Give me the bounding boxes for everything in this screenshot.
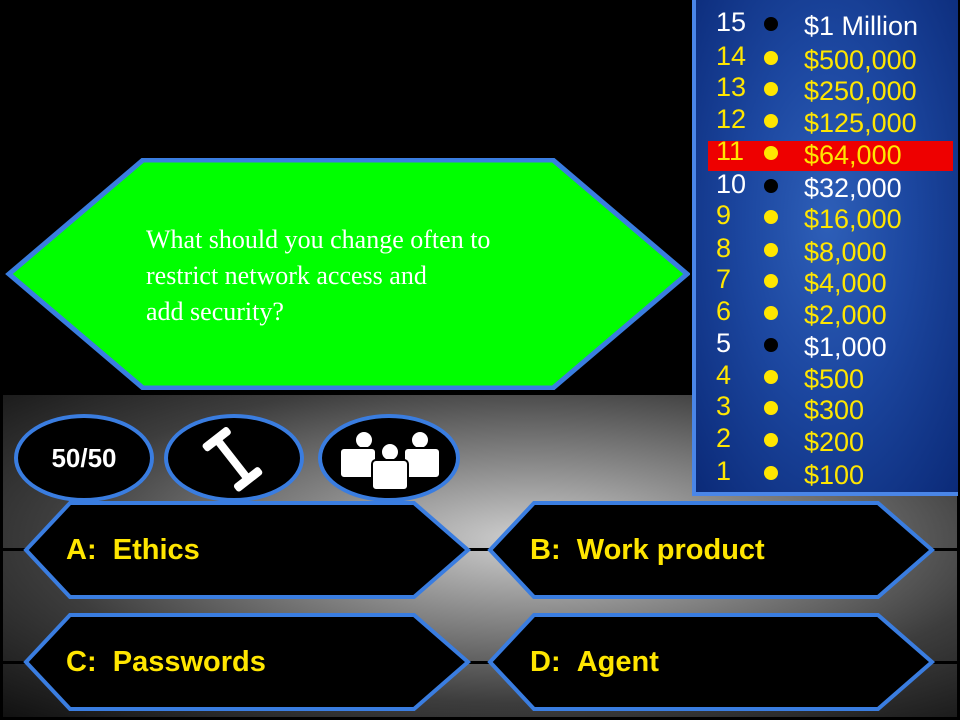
ladder-level-number: 1 — [716, 456, 732, 486]
ladder-prize-amount: $250,000 — [804, 76, 917, 106]
ladder-level-number: 5 — [716, 328, 732, 358]
audience-icon — [339, 430, 441, 491]
ladder-rung-3: 3 $300 — [696, 391, 958, 425]
answer-d-text: Agent — [576, 645, 659, 678]
answer-c-button[interactable]: C: Passwords — [22, 613, 472, 711]
ladder-rung-10: 10 $32,000 — [696, 169, 958, 203]
question-line: restrict network access and — [146, 261, 427, 290]
ladder-rung-11: 11 $64,000 — [696, 136, 958, 171]
ladder-prize-amount: $100 — [804, 460, 865, 490]
ladder-level-number: 14 — [716, 41, 747, 71]
ladder-dot-icon — [764, 210, 778, 224]
ladder-dot-icon — [764, 114, 778, 128]
answer-c-letter: C: — [66, 645, 97, 678]
phone-a-friend-lifeline-button[interactable] — [164, 414, 304, 502]
ladder-dot-icon — [764, 370, 778, 384]
answer-b-letter: B: — [530, 533, 561, 566]
ladder-dot-icon — [764, 179, 778, 193]
ladder-prize-amount: $16,000 — [804, 204, 902, 234]
question-text: What should you change often to restrict… — [146, 222, 616, 330]
ladder-level-number: 3 — [716, 391, 732, 421]
ladder-prize-amount: $1 Million — [804, 11, 919, 41]
ladder-dot-icon — [764, 401, 778, 415]
ladder-dot-icon — [764, 433, 778, 447]
question-line: add security? — [146, 297, 284, 326]
ladder-prize-amount: $8,000 — [804, 237, 887, 267]
ask-the-audience-lifeline-button[interactable] — [318, 414, 460, 502]
answer-a-button[interactable]: A: Ethics — [22, 501, 472, 599]
ladder-prize-amount: $32,000 — [804, 173, 902, 203]
ladder-prize-amount: $2,000 — [804, 300, 887, 330]
answer-c-text: Passwords — [112, 645, 266, 678]
ladder-level-number: 6 — [716, 296, 732, 326]
answer-d-letter: D: — [530, 645, 561, 678]
ladder-dot-icon — [764, 51, 778, 65]
ladder-level-number: 8 — [716, 233, 732, 263]
ladder-rung-6: 6 $2,000 — [696, 296, 958, 330]
answer-d-button[interactable]: D: Agent — [486, 613, 936, 711]
ladder-rung-1: 1 $100 — [696, 456, 958, 490]
answer-b-text: Work product — [576, 533, 765, 566]
ladder-prize-amount: $300 — [804, 395, 865, 425]
ladder-dot-icon — [764, 243, 778, 257]
phone-icon — [202, 426, 263, 492]
answer-a-text: Ethics — [112, 533, 200, 566]
ladder-prize-amount: $500,000 — [804, 45, 917, 75]
ladder-rung-9: 9 $16,000 — [696, 200, 958, 234]
ladder-rung-15: 15 $1 Million — [696, 7, 958, 41]
ladder-rung-2: 2 $200 — [696, 423, 958, 457]
ladder-prize-amount: $200 — [804, 427, 865, 457]
ladder-rung-4: 4 $500 — [696, 360, 958, 394]
ladder-dot-icon — [764, 306, 778, 320]
answer-row-line-2 — [0, 661, 960, 664]
ladder-rung-7: 7 $4,000 — [696, 264, 958, 298]
ladder-prize-amount: $125,000 — [804, 108, 917, 138]
ladder-dot-icon — [764, 274, 778, 288]
ladder-dot-icon — [764, 146, 778, 160]
answer-row-line-1 — [0, 548, 960, 551]
fifty-fifty-label: 50/50 — [51, 442, 117, 473]
ladder-prize-amount: $1,000 — [804, 332, 887, 362]
ladder-level-number: 11 — [716, 136, 745, 166]
ladder-level-number: 9 — [716, 200, 732, 230]
ladder-level-number: 12 — [716, 104, 747, 134]
ladder-rung-12: 12 $125,000 — [696, 104, 958, 138]
current-level-highlight — [708, 141, 953, 171]
ladder-dot-icon — [764, 17, 778, 31]
answer-b-button[interactable]: B: Work product — [486, 501, 936, 599]
ladder-dot-icon — [764, 82, 778, 96]
ladder-dot-icon — [764, 338, 778, 352]
ladder-prize-amount: $500 — [804, 364, 865, 394]
ladder-rung-13: 13 $250,000 — [696, 72, 958, 106]
ladder-level-number: 10 — [716, 169, 747, 199]
ladder-prize-amount: $64,000 — [804, 140, 902, 170]
ladder-level-number: 4 — [716, 360, 732, 390]
ladder-level-number: 13 — [716, 72, 747, 102]
answer-a-letter: A: — [66, 533, 97, 566]
ladder-rung-8: 8 $8,000 — [696, 233, 958, 267]
question-box — [5, 158, 690, 390]
ladder-level-number: 7 — [716, 264, 732, 294]
ladder-rung-14: 14 $500,000 — [696, 41, 958, 75]
ladder-dot-icon — [764, 466, 778, 480]
fifty-fifty-lifeline-button[interactable]: 50/50 — [14, 414, 154, 502]
ladder-prize-amount: $4,000 — [804, 268, 887, 298]
ladder-level-number: 15 — [716, 7, 747, 37]
question-line: What should you change often to — [146, 225, 491, 254]
ladder-rung-5: 5 $1,000 — [696, 328, 958, 362]
ladder-level-number: 2 — [716, 423, 732, 453]
